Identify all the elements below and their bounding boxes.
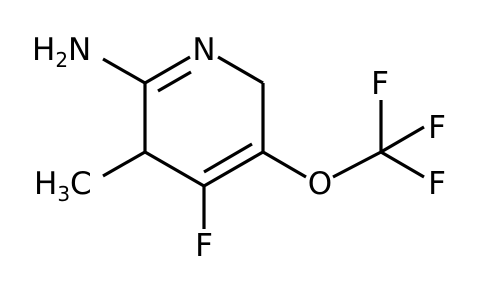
bond-o-cf3 — [332, 150, 382, 179]
bond-c2-nh2 — [102, 57, 146, 85]
ether-oxygen-label: O — [308, 166, 332, 202]
cf3-fluorine-top-label: F — [371, 66, 389, 102]
bond-c-f-right — [380, 125, 425, 154]
bond-c3-ch3 — [102, 150, 146, 178]
bond-c5-c4-inner — [203, 142, 253, 174]
bond-c2-n1-inner — [157, 70, 192, 93]
bond-c-f-bottom — [380, 150, 425, 179]
bond-n1-c6 — [217, 55, 264, 85]
cf3-fluorine-right-label: F — [428, 110, 446, 146]
cf3-fluorine-bottom-label: F — [428, 166, 446, 202]
bond-c5-c4 — [203, 150, 264, 188]
bond-c5-o — [262, 150, 307, 179]
amine-label: H2N — [32, 32, 91, 72]
bond-c4-c3 — [144, 150, 205, 188]
fluoro-label: F — [195, 228, 213, 264]
methyl-label: H3C — [34, 166, 92, 206]
bond-c2-n1 — [144, 55, 191, 85]
ring-nitrogen-label: N — [192, 32, 215, 68]
